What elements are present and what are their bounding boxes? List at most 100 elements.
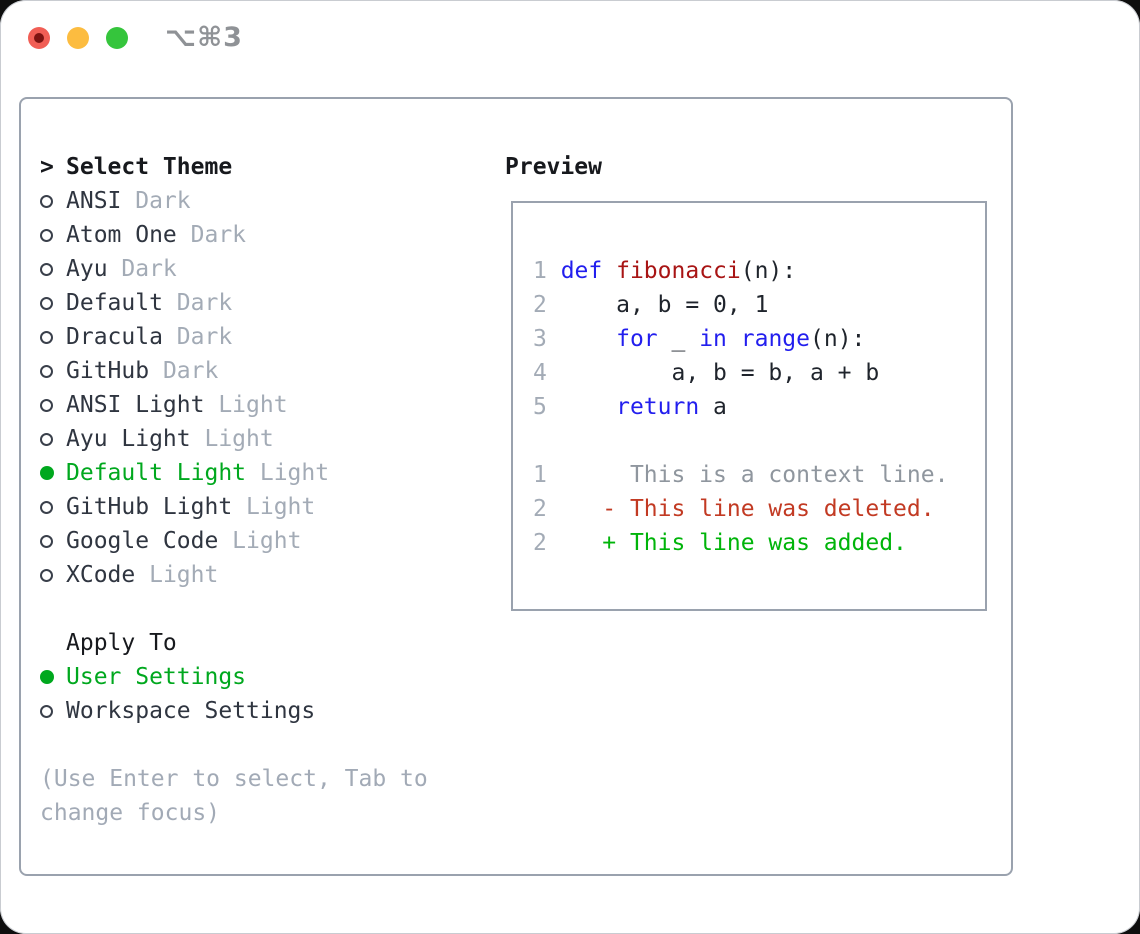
code-segment: 4 bbox=[533, 360, 561, 386]
theme-item-ansi[interactable]: ANSI Dark bbox=[40, 184, 490, 218]
code-line: 5 return a bbox=[533, 390, 985, 424]
selected-radio-icon bbox=[40, 670, 54, 684]
code-segment: 1 bbox=[533, 258, 561, 284]
radio-icon bbox=[40, 194, 53, 208]
code-segment: 2 bbox=[533, 496, 561, 522]
radio-icon bbox=[40, 704, 53, 718]
code-segment: in bbox=[699, 326, 727, 352]
close-button[interactable] bbox=[28, 27, 50, 49]
theme-name: Ayu bbox=[66, 256, 108, 282]
code-segment: 1 bbox=[533, 462, 561, 488]
radio-icon bbox=[40, 330, 53, 344]
theme-name: Default Light bbox=[66, 460, 247, 486]
theme-name: Default bbox=[66, 290, 163, 316]
code-line: 1 def fibonacci(n): bbox=[533, 254, 985, 288]
row-marker: > bbox=[40, 150, 66, 184]
theme-variant: Dark bbox=[176, 222, 247, 248]
code-segment: - This line was deleted. bbox=[560, 496, 935, 522]
theme-list-header: Select Theme bbox=[66, 154, 233, 180]
theme-item-ayu-light[interactable]: Ayu Light Light bbox=[40, 422, 490, 456]
code-line: 1 This is a context line. bbox=[533, 458, 985, 492]
zoom-button[interactable] bbox=[106, 27, 128, 49]
apply-option-workspace-settings[interactable]: Workspace Settings bbox=[40, 694, 490, 728]
radio-icon bbox=[40, 296, 53, 310]
row-marker bbox=[40, 490, 66, 524]
row-marker bbox=[40, 252, 66, 286]
selected-radio-icon bbox=[40, 466, 54, 480]
row-marker bbox=[40, 694, 66, 728]
theme-variant: Light bbox=[246, 460, 330, 486]
apply-option-label: User Settings bbox=[66, 660, 246, 694]
code-segment: 3 bbox=[533, 326, 561, 352]
theme-item-atom-one[interactable]: Atom One Dark bbox=[40, 218, 490, 252]
radio-icon bbox=[40, 262, 53, 276]
theme-list-header-row: > Select Theme bbox=[40, 150, 490, 184]
code-segment: range bbox=[740, 326, 810, 352]
theme-item-xcode[interactable]: XCode Light bbox=[40, 558, 490, 592]
window-shortcut-label: ⌥⌘3 bbox=[165, 22, 243, 53]
code-segment: def bbox=[560, 258, 603, 284]
theme-variant: Light bbox=[218, 528, 302, 554]
code-segment: a bbox=[699, 394, 727, 420]
theme-name: GitHub bbox=[66, 358, 150, 384]
theme-item-label: ANSI Dark bbox=[66, 184, 191, 218]
code-line: 2 - This line was deleted. bbox=[533, 492, 985, 526]
theme-item-label: GitHub Light Light bbox=[66, 490, 315, 524]
minimize-button[interactable] bbox=[67, 27, 89, 49]
apply-option-user-settings[interactable]: User Settings bbox=[40, 660, 490, 694]
theme-name: GitHub Light bbox=[66, 494, 233, 520]
theme-variant: Light bbox=[135, 562, 219, 588]
title-bar: ⌥⌘3 bbox=[0, 0, 1140, 76]
radio-icon bbox=[40, 228, 53, 242]
apply-option-text: Workspace Settings bbox=[66, 698, 316, 724]
theme-item-label: Dracula Dark bbox=[66, 320, 232, 354]
theme-variant: Light bbox=[190, 426, 274, 452]
theme-item-ansi-light[interactable]: ANSI Light Light bbox=[40, 388, 490, 422]
code-segment bbox=[561, 326, 616, 352]
theme-item-ayu[interactable]: Ayu Dark bbox=[40, 252, 490, 286]
theme-name: ANSI bbox=[66, 188, 122, 214]
theme-variant: Light bbox=[232, 494, 316, 520]
keyboard-hint: (Use Enter to select, Tab to change focu… bbox=[40, 766, 428, 826]
theme-item-default[interactable]: Default Dark bbox=[40, 286, 490, 320]
code-segment: This is a context line. bbox=[560, 462, 949, 488]
theme-item-label: Google Code Light bbox=[66, 524, 301, 558]
row-marker bbox=[40, 456, 66, 490]
theme-variant: Dark bbox=[107, 256, 177, 282]
apply-option-text: User Settings bbox=[66, 664, 247, 690]
theme-item-default-light[interactable]: Default Light Light bbox=[40, 456, 490, 490]
row-marker bbox=[40, 660, 66, 694]
apply-to-header: Apply To bbox=[66, 630, 177, 656]
theme-item-label: Ayu Dark bbox=[66, 252, 177, 286]
theme-variant: Dark bbox=[121, 188, 191, 214]
code-line: 2 + This line was added. bbox=[533, 526, 985, 560]
theme-item-github[interactable]: GitHub Dark bbox=[40, 354, 490, 388]
code-line: 2 a, b = 0, 1 bbox=[533, 288, 985, 322]
theme-item-label: ANSI Light Light bbox=[66, 388, 288, 422]
theme-item-github-light[interactable]: GitHub Light Light bbox=[40, 490, 490, 524]
row-marker bbox=[40, 184, 66, 218]
theme-item-dracula[interactable]: Dracula Dark bbox=[40, 320, 490, 354]
row-marker bbox=[40, 320, 66, 354]
code-segment: fibonacci bbox=[616, 258, 741, 284]
code-line: 4 a, b = b, a + b bbox=[533, 356, 985, 390]
code-segment: for bbox=[616, 326, 658, 352]
theme-name: ANSI Light bbox=[66, 392, 205, 418]
code-segment: a, b = 0, 1 bbox=[560, 292, 769, 318]
row-marker bbox=[40, 422, 66, 456]
cursor-icon: > bbox=[40, 154, 54, 180]
code-segment: (n): bbox=[740, 258, 797, 284]
theme-name: Google Code bbox=[66, 528, 219, 554]
row-marker bbox=[40, 626, 66, 660]
radio-icon bbox=[40, 364, 53, 378]
theme-item-google-code[interactable]: Google Code Light bbox=[40, 524, 490, 558]
radio-icon bbox=[40, 568, 53, 582]
theme-item-label: Atom One Dark bbox=[66, 218, 246, 252]
theme-variant: Light bbox=[204, 392, 288, 418]
